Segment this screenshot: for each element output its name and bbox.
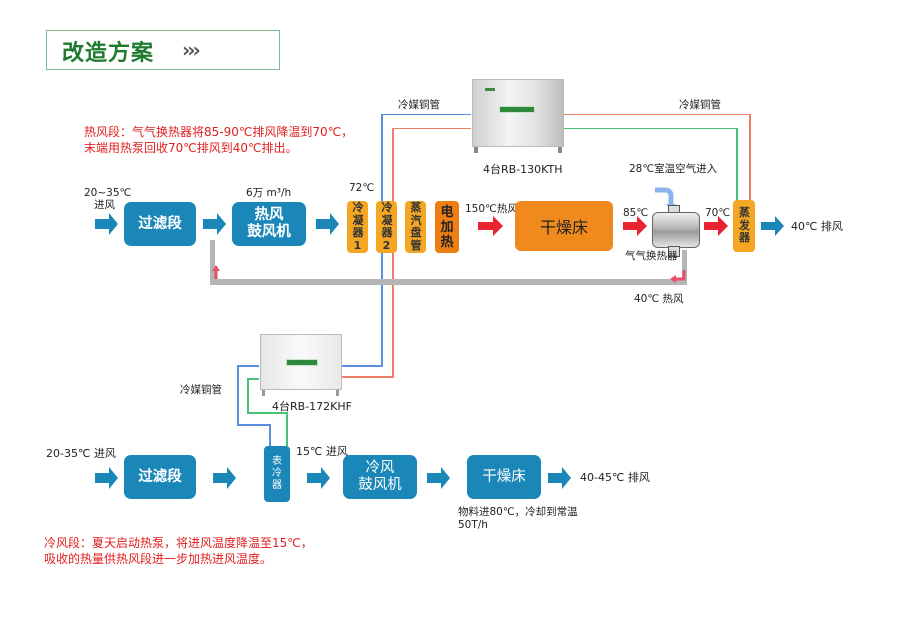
steam-coil-label: 蒸汽盘管 [410, 201, 422, 252]
hot-inlet-label: 进风 [94, 199, 115, 211]
evaporator-label: 蒸发器 [739, 206, 750, 245]
unit-leg [262, 390, 265, 396]
pipe-red-down [392, 253, 394, 376]
heat-pump-model-top: 4台RB-130KTH [483, 163, 563, 176]
red-arrow [478, 216, 503, 236]
red-arrow [704, 216, 728, 236]
pipe-blue-down [381, 253, 383, 365]
hot-exhaust: 40℃ 排风 [791, 220, 843, 233]
pipe-green-right-h [563, 128, 736, 129]
heat-pump-model-bottom: 4台RB-172KHF [272, 400, 352, 413]
blue-arrow [95, 213, 118, 235]
condenser-1-label: 冷凝器1 [352, 201, 364, 252]
hot-filter-section: 过滤段 [124, 202, 196, 246]
unit-leg [558, 147, 562, 153]
condenser-2-label: 冷凝器2 [381, 201, 393, 252]
cold-exhaust: 40-45℃ 排风 [580, 471, 650, 484]
pipe-blue-down-h [342, 365, 383, 367]
cold-blower-line1: 冷风 [365, 460, 395, 476]
return-duct-left [210, 240, 215, 285]
title-frame [46, 30, 280, 70]
condenser-2: 冷凝器2 [376, 201, 397, 253]
steam-coil: 蒸汽盘管 [405, 201, 426, 253]
blue-arrow [203, 213, 226, 235]
pipe-green-right-v [736, 128, 738, 201]
unit-leg [474, 147, 478, 153]
room-air-in: 28℃室温空气进入 [629, 163, 718, 175]
blue-arrow [761, 216, 784, 236]
temp-72: 72℃ [349, 182, 375, 194]
pipe-red-right-h [563, 114, 749, 115]
temp-15: 15℃ 进风 [296, 445, 348, 458]
pipe-red-top-h [392, 128, 471, 129]
red-arrow [623, 216, 647, 236]
hot-inlet-temp: 20~35℃ [84, 187, 132, 199]
blue-arrow [95, 467, 118, 489]
heat-pump-unit-bottom [260, 334, 342, 390]
hx-bottom-port [668, 246, 680, 257]
pipe-blue-bottom-h1 [237, 365, 259, 367]
hot-air-150: 150℃热风 [465, 203, 518, 215]
dryer-bed-cold: 干燥床 [467, 455, 541, 499]
cold-inlet: 20-35℃ 进风 [46, 447, 116, 460]
return-duct [210, 279, 686, 285]
surface-cooler: 表冷器 [264, 446, 290, 502]
cold-blower: 冷风 鼓风机 [343, 455, 417, 499]
blue-arrow [307, 467, 330, 489]
surface-cooler-label: 表冷器 [272, 456, 282, 491]
pipe-blue-top-v [381, 114, 383, 202]
pipe-label-bottom: 冷媒铜管 [180, 384, 222, 396]
pipe-label-right: 冷媒铜管 [679, 99, 721, 111]
pipe-blue-bottom-v2 [269, 424, 271, 446]
condenser-1: 冷凝器1 [347, 201, 368, 253]
blue-arrow [213, 467, 236, 489]
hx-label: 气气换热器 [625, 250, 678, 262]
logo-badge [286, 359, 318, 366]
electric-heater-label: 电加热 [440, 204, 454, 250]
hot-blower-line1: 热风 [254, 207, 284, 223]
pipe-green-bottom-v1 [247, 378, 249, 413]
air-to-air-heat-exchanger [652, 212, 700, 248]
unit-leg [336, 390, 339, 396]
pipe-red-down-h [342, 376, 394, 378]
hot-blower: 热风 鼓风机 [232, 202, 306, 246]
pipe-green-bottom-h2 [247, 412, 287, 414]
logo-mark [485, 88, 495, 91]
pipe-red-top-v [392, 128, 394, 202]
hot-section-note: 热风段：气气换热器将85-90℃排风降温到70℃， 末端用热泵回收70℃排风到4… [84, 124, 353, 156]
hot-note-line-2: 末端用热泵回收70℃排风到40℃排出。 [84, 141, 298, 155]
pipe-blue-bottom-v1 [237, 365, 239, 425]
chevron-right-icon: ››› [182, 38, 201, 62]
return-duct-right [682, 250, 687, 285]
hot-blower-line2: 鼓风机 [247, 224, 291, 240]
blue-arrow [316, 213, 339, 235]
page-title: 改造方案 [62, 41, 155, 66]
blue-arrow [427, 467, 450, 489]
evaporator: 蒸发器 [733, 200, 755, 252]
heat-pump-unit-top [472, 79, 564, 147]
electric-heater: 电加热 [435, 201, 459, 253]
pipe-blue-bottom-h2 [237, 424, 270, 426]
pipe-blue-top-h [381, 114, 471, 115]
pipe-red-right-v [749, 114, 751, 201]
pipe-label-left: 冷媒铜管 [398, 99, 440, 111]
material-note-1: 物料进80℃，冷却到常温 [458, 506, 578, 518]
cold-note-line-2: 吸收的热量供热风段进一步加热进风温度。 [44, 552, 273, 566]
cold-filter-section: 过滤段 [124, 455, 196, 499]
material-note-2: 50T/h [458, 519, 488, 531]
blue-arrow [548, 467, 571, 489]
temp-85: 85℃ [623, 207, 649, 219]
temp-70: 70℃ [705, 207, 731, 219]
cold-note-line-1: 冷风段：夏天启动热泵，将进风温度降温至15℃， [44, 536, 313, 550]
cold-section-note: 冷风段：夏天启动热泵，将进风温度降温至15℃， 吸收的热量供热风段进一步加热进风… [44, 535, 313, 567]
airflow-label: 6万 m³/h [246, 187, 292, 199]
cold-blower-line2: 鼓风机 [358, 477, 402, 493]
hot-note-line-1: 热风段：气气换热器将85-90℃排风降温到70℃， [84, 125, 354, 139]
return-hot-air: 40℃ 热风 [634, 293, 684, 305]
pipe-green-bottom-h1 [247, 378, 259, 380]
logo-badge [499, 106, 535, 113]
dryer-bed-hot: 干燥床 [515, 201, 613, 251]
pipe-green-bottom-v2 [286, 412, 288, 446]
